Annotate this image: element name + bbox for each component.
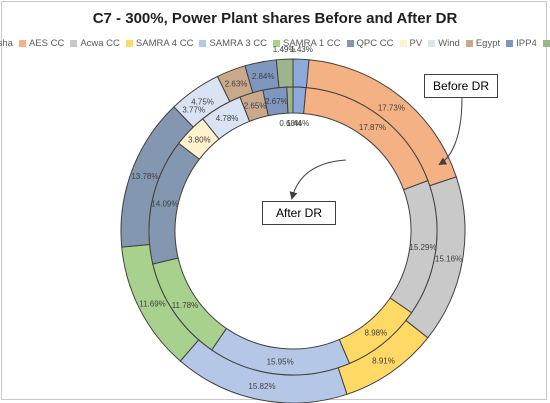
- data-label-inner-0: 1.44%: [287, 119, 310, 128]
- data-label-outer-8: 4.75%: [191, 97, 214, 106]
- legend-label: SAMRA 3 CC: [209, 38, 267, 49]
- legend-label: PV: [409, 38, 423, 49]
- data-label-inner-4: 15.95%: [267, 357, 294, 366]
- legend-label: Wind: [438, 38, 460, 49]
- data-label-outer-1: 17.73%: [378, 103, 405, 112]
- legend-swatch: [199, 40, 207, 47]
- data-label-inner-2: 15.29%: [409, 243, 436, 252]
- data-label-inner-1: 17.87%: [359, 123, 386, 132]
- legend-swatch: [428, 40, 436, 47]
- legend-item: IPP4: [506, 38, 537, 49]
- data-label-inner-5: 11.78%: [172, 301, 199, 310]
- data-label-outer-2: 15.16%: [435, 255, 462, 264]
- legend-item: QPC CC: [346, 38, 394, 49]
- data-label-outer-11: 1.49%: [273, 45, 296, 54]
- data-label-outer-6: 13.78%: [131, 172, 158, 181]
- legend: Risha AES CC Acwa CC SAMRA 4 CC SAMRA 3 CC SA…: [0, 38, 550, 49]
- legend-swatch: [346, 40, 354, 47]
- legend-swatch: [506, 40, 514, 47]
- chart-title: C7 - 300%, Power Plant shares Before and…: [92, 10, 458, 27]
- data-label-inner-9: 2.65%: [244, 102, 267, 111]
- data-label-outer-5: 11.69%: [139, 299, 166, 308]
- data-label-outer-4: 15.82%: [248, 382, 275, 391]
- donut-slice-inner-11: [286, 86, 294, 114]
- callout-after-dr: After DR: [262, 201, 336, 225]
- legend-swatch: [399, 40, 407, 47]
- legend-label: Acwa CC: [80, 38, 120, 49]
- legend-item: Egypt: [465, 38, 501, 49]
- callout-arrow-before: [438, 97, 463, 166]
- legend-item: SAMRA 4 CC: [125, 38, 194, 49]
- callout-arrow-after: [289, 159, 347, 200]
- legend-swatch: [70, 40, 78, 47]
- legend-item: AES CC: [18, 38, 65, 49]
- legend-swatch: [465, 40, 473, 47]
- data-label-inner-7: 3.80%: [188, 135, 211, 144]
- legend-item: Risha: [0, 38, 13, 49]
- data-label-outer-0: 1.43%: [290, 45, 313, 54]
- legend-item: Wind: [428, 38, 460, 49]
- data-label-outer-extra: 3.77%: [182, 105, 205, 114]
- legend-swatch: [542, 40, 550, 47]
- data-label-inner-6: 14.09%: [151, 199, 178, 208]
- legend-item: Acwa CC: [70, 38, 120, 49]
- data-label-inner-11: 0.68%: [279, 119, 302, 128]
- callout-before-dr: Before DR: [424, 74, 498, 98]
- legend-swatch: [18, 40, 26, 47]
- legend-item: IPP3: [542, 38, 550, 49]
- legend-label: SAMRA 1 CC: [283, 38, 341, 49]
- legend-item: PV: [399, 38, 423, 49]
- legend-swatch: [125, 40, 133, 47]
- legend-label: IPP4: [516, 38, 537, 49]
- legend-label: Risha: [0, 38, 13, 49]
- legend-label: Egypt: [475, 38, 501, 49]
- legend-label: AES CC: [28, 38, 65, 49]
- legend-item: SAMRA 1 CC: [273, 38, 341, 49]
- legend-swatch: [273, 40, 280, 47]
- data-label-inner-10: 2.67%: [265, 97, 288, 106]
- data-label-inner-3: 8.98%: [365, 328, 388, 337]
- data-label-outer-9: 2.63%: [225, 80, 248, 89]
- data-label-outer-10: 2.84%: [252, 72, 275, 81]
- data-label-inner-8: 4.78%: [216, 114, 239, 123]
- legend-item: SAMRA 3 CC: [199, 38, 267, 49]
- data-label-outer-3: 8.91%: [372, 357, 395, 366]
- legend-label: SAMRA 4 CC: [135, 38, 194, 49]
- donut-slice-outer-11: [275, 58, 294, 89]
- legend-label: QPC CC: [356, 38, 394, 49]
